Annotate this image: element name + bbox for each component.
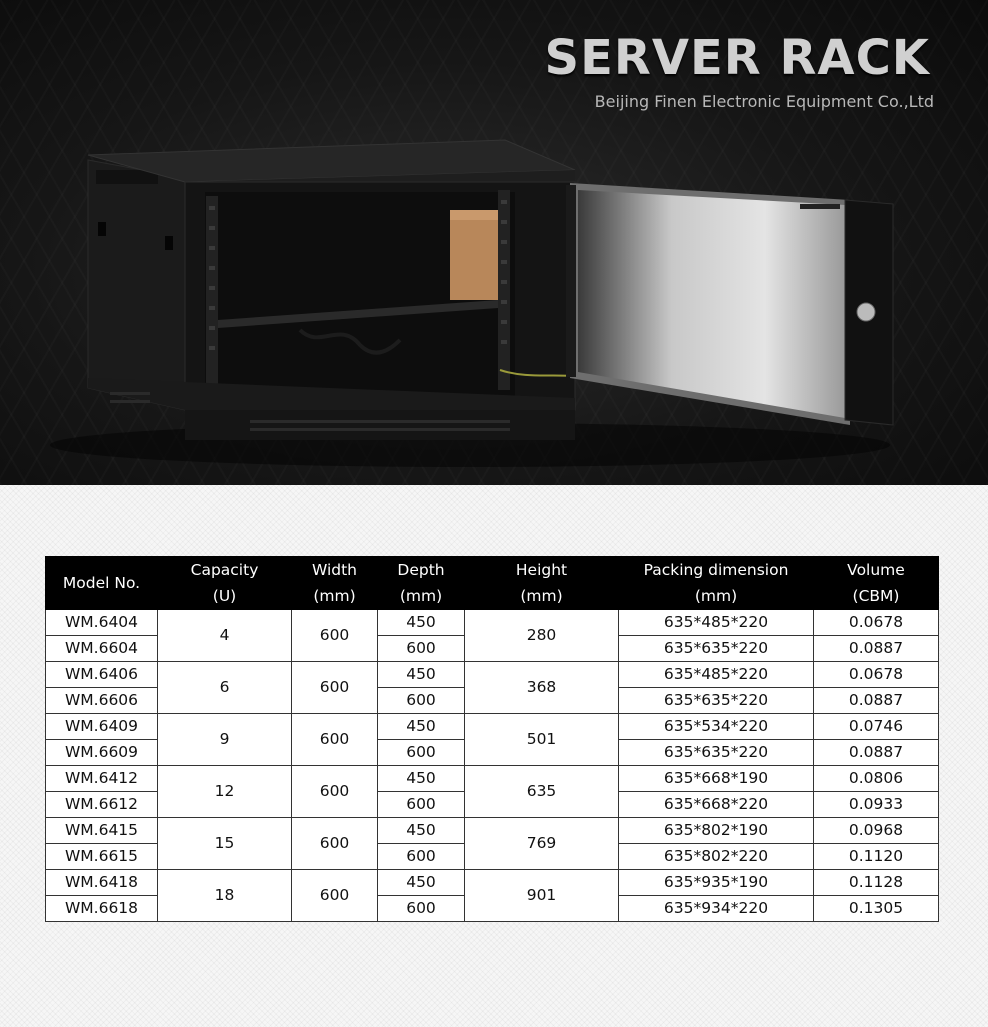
packing-cell: 635*635*220 xyxy=(618,687,814,714)
volume-cell: 0.0968 xyxy=(813,817,939,844)
capacity-cell: 18 xyxy=(157,869,292,922)
model-cell: WM.6404 xyxy=(45,609,158,636)
volume-cell: 0.0746 xyxy=(813,713,939,740)
height-cell: 280 xyxy=(464,609,619,662)
depth-cell: 450 xyxy=(377,609,465,636)
model-cell: WM.6415 xyxy=(45,817,158,844)
packing-cell: 635*635*220 xyxy=(618,635,814,662)
packing-cell: 635*485*220 xyxy=(618,661,814,688)
table-row: WM.6615 600 635*802*220 0.1120 xyxy=(45,843,939,870)
packing-cell: 635*802*190 xyxy=(618,817,814,844)
height-cell: 635 xyxy=(464,765,619,818)
table-row: WM.6604 600 635*635*220 0.0887 xyxy=(45,635,939,662)
packing-cell: 635*935*190 xyxy=(618,869,814,896)
height-cell: 769 xyxy=(464,817,619,870)
height-cell: 368 xyxy=(464,661,619,714)
depth-cell: 450 xyxy=(377,817,465,844)
header-volume: Volume (CBM) xyxy=(813,556,939,610)
packing-cell: 635*534*220 xyxy=(618,713,814,740)
packing-cell: 635*802*220 xyxy=(618,843,814,870)
width-cell: 600 xyxy=(291,713,378,766)
depth-cell: 600 xyxy=(377,843,465,870)
model-cell: WM.6412 xyxy=(45,765,158,792)
depth-cell: 600 xyxy=(377,739,465,766)
depth-cell: 600 xyxy=(377,791,465,818)
header-height: Height (mm) xyxy=(464,556,619,610)
capacity-cell: 12 xyxy=(157,765,292,818)
volume-cell: 0.0887 xyxy=(813,635,939,662)
table-row: WM.6409 9 600 450 501 635*534*220 0.0746 xyxy=(45,713,939,766)
height-cell: 501 xyxy=(464,713,619,766)
hero-banner: SERVER RACK Beijing Finen Electronic Equ… xyxy=(0,0,988,485)
depth-cell: 450 xyxy=(377,765,465,792)
packing-cell: 635*635*220 xyxy=(618,739,814,766)
volume-cell: 0.0933 xyxy=(813,791,939,818)
width-cell: 600 xyxy=(291,765,378,818)
capacity-cell: 6 xyxy=(157,661,292,714)
model-cell: WM.6609 xyxy=(45,739,158,766)
packing-cell: 635*668*190 xyxy=(618,765,814,792)
model-cell: WM.6618 xyxy=(45,895,158,922)
model-cell: WM.6604 xyxy=(45,635,158,662)
header-depth: Depth (mm) xyxy=(377,556,465,610)
table-row: WM.6415 15 600 450 769 635*802*190 0.096… xyxy=(45,817,939,870)
height-cell: 901 xyxy=(464,869,619,922)
server-rack-image xyxy=(50,139,894,467)
volume-cell: 0.1305 xyxy=(813,895,939,922)
table-row: WM.6404 4 600 450 280 635*485*220 0.0678 xyxy=(45,609,939,662)
model-cell: WM.6409 xyxy=(45,713,158,740)
spec-table: Model No. Capacity (U) Width (mm) Depth … xyxy=(45,556,939,922)
volume-cell: 0.1128 xyxy=(813,869,939,896)
depth-cell: 450 xyxy=(377,869,465,896)
packing-cell: 635*485*220 xyxy=(618,609,814,636)
volume-cell: 0.0678 xyxy=(813,609,939,636)
width-cell: 600 xyxy=(291,869,378,922)
header-width: Width (mm) xyxy=(291,556,378,610)
volume-cell: 0.0887 xyxy=(813,739,939,766)
table-row: WM.6618 600 635*934*220 0.1305 xyxy=(45,895,939,922)
model-cell: WM.6612 xyxy=(45,791,158,818)
depth-cell: 600 xyxy=(377,895,465,922)
depth-cell: 600 xyxy=(377,635,465,662)
table-row: WM.6406 6 600 450 368 635*485*220 0.0678 xyxy=(45,661,939,714)
width-cell: 600 xyxy=(291,817,378,870)
table-row: WM.6606 600 635*635*220 0.0887 xyxy=(45,687,939,714)
capacity-cell: 4 xyxy=(157,609,292,662)
packing-cell: 635*668*220 xyxy=(618,791,814,818)
depth-cell: 450 xyxy=(377,713,465,740)
depth-cell: 600 xyxy=(377,687,465,714)
header-model: Model No. xyxy=(45,556,158,610)
page-title: SERVER RACK xyxy=(544,30,930,86)
width-cell: 600 xyxy=(291,661,378,714)
table-row: WM.6612 600 635*668*220 0.0933 xyxy=(45,791,939,818)
header-capacity: Capacity (U) xyxy=(157,556,292,610)
table-row: WM.6412 12 600 450 635 635*668*190 0.080… xyxy=(45,765,939,818)
company-name: Beijing Finen Electronic Equipment Co.,L… xyxy=(594,92,934,111)
capacity-cell: 9 xyxy=(157,713,292,766)
capacity-cell: 15 xyxy=(157,817,292,870)
model-cell: WM.6606 xyxy=(45,687,158,714)
model-cell: WM.6418 xyxy=(45,869,158,896)
width-cell: 600 xyxy=(291,609,378,662)
model-cell: WM.6406 xyxy=(45,661,158,688)
volume-cell: 0.0678 xyxy=(813,661,939,688)
table-header-row: Model No. Capacity (U) Width (mm) Depth … xyxy=(45,556,939,610)
depth-cell: 450 xyxy=(377,661,465,688)
table-row: WM.6418 18 600 450 901 635*935*190 0.112… xyxy=(45,869,939,922)
volume-cell: 0.0887 xyxy=(813,687,939,714)
packing-cell: 635*934*220 xyxy=(618,895,814,922)
volume-cell: 0.1120 xyxy=(813,843,939,870)
table-row: WM.6609 600 635*635*220 0.0887 xyxy=(45,739,939,766)
header-packing: Packing dimension (mm) xyxy=(618,556,814,610)
volume-cell: 0.0806 xyxy=(813,765,939,792)
model-cell: WM.6615 xyxy=(45,843,158,870)
